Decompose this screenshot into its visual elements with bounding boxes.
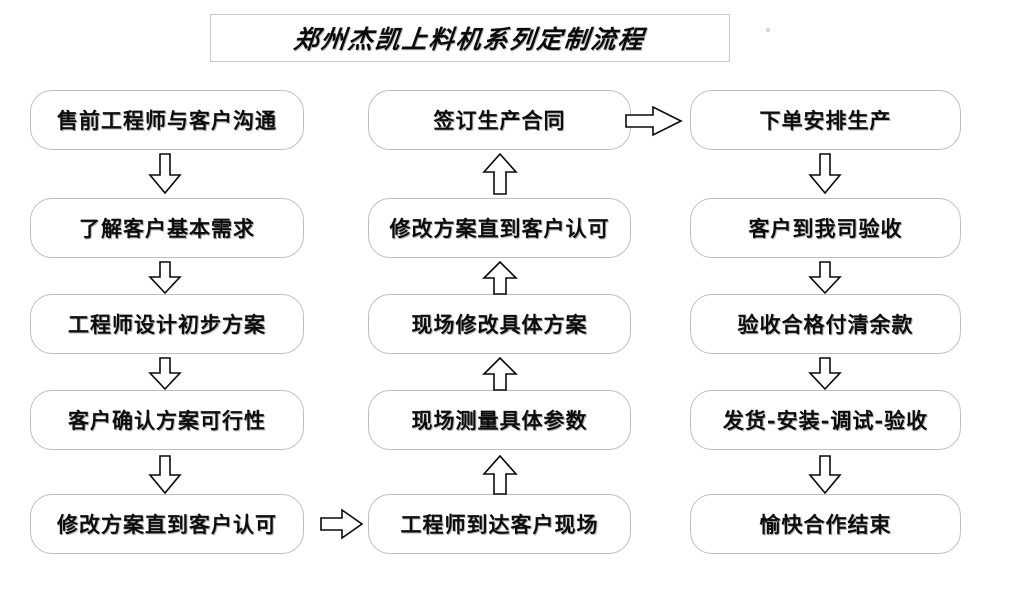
arrow-down-icon-col3-2 [807,261,843,295]
node-label: 修改方案直到客户认可 [57,512,277,537]
arrow-down-icon-col1-1 [147,153,183,195]
node-col2-2[interactable]: 修改方案直到客户认可 [368,198,631,258]
node-col1-5[interactable]: 修改方案直到客户认可 [30,494,304,554]
chart-title-text: 郑州杰凯上料机系列定制流程 [292,25,647,54]
node-col1-2[interactable]: 了解客户基本需求 [30,198,304,258]
node-label: 现场修改具体方案 [411,312,588,337]
arrow-down-icon-col3-1 [807,153,843,195]
node-label: 工程师到达客户现场 [400,512,599,537]
node-label: 客户确认方案可行性 [68,408,266,433]
node-label: 修改方案直到客户认可 [389,216,610,241]
node-col1-1[interactable]: 售前工程师与客户沟通 [30,90,304,150]
node-label: 客户到我司验收 [748,216,903,241]
arrow-down-icon-col1-2 [147,261,183,295]
node-col3-5[interactable]: 愉快合作结束 [690,494,961,554]
node-col3-4[interactable]: 发货-安装-调试-验收 [690,390,961,450]
arrow-up-icon-col2-2 [481,260,519,296]
node-col2-5[interactable]: 工程师到达客户现场 [368,494,631,554]
chart-title-box: 郑州杰凯上料机系列定制流程 [210,14,730,62]
arrow-right-icon-col2-to-col3 [625,105,683,137]
node-label: 验收合格付清余款 [737,312,914,337]
arrow-down-icon-col3-3 [807,357,843,391]
node-col3-3[interactable]: 验收合格付清余款 [690,294,961,354]
arrow-up-icon-col2-1 [481,152,519,196]
node-label: 愉快合作结束 [759,512,892,537]
node-label: 下单安排生产 [759,108,892,133]
node-label: 售前工程师与客户沟通 [57,108,277,133]
arrow-down-icon-col3-4 [807,455,843,495]
arrow-up-icon-col2-4 [481,454,519,496]
node-label: 工程师设计初步方案 [68,312,266,337]
arrow-right-icon-col1-to-col2 [320,508,364,540]
node-label: 发货-安装-调试-验收 [722,408,929,433]
node-col3-2[interactable]: 客户到我司验收 [690,198,961,258]
node-col1-3[interactable]: 工程师设计初步方案 [30,294,304,354]
node-label: 现场测量具体参数 [411,408,588,433]
node-col3-1[interactable]: 下单安排生产 [690,90,961,150]
node-col2-4[interactable]: 现场测量具体参数 [368,390,631,450]
arrow-down-icon-col1-3 [147,357,183,391]
node-label: 了解客户基本需求 [79,216,255,241]
arrow-down-icon-col1-4 [147,455,183,495]
node-col2-1[interactable]: 签订生产合同 [368,90,631,150]
node-col1-4[interactable]: 客户确认方案可行性 [30,390,304,450]
node-label: 签订生产合同 [433,108,566,133]
image-speck-artifact [766,28,770,32]
node-col2-3[interactable]: 现场修改具体方案 [368,294,631,354]
arrow-up-icon-col2-3 [481,356,519,392]
